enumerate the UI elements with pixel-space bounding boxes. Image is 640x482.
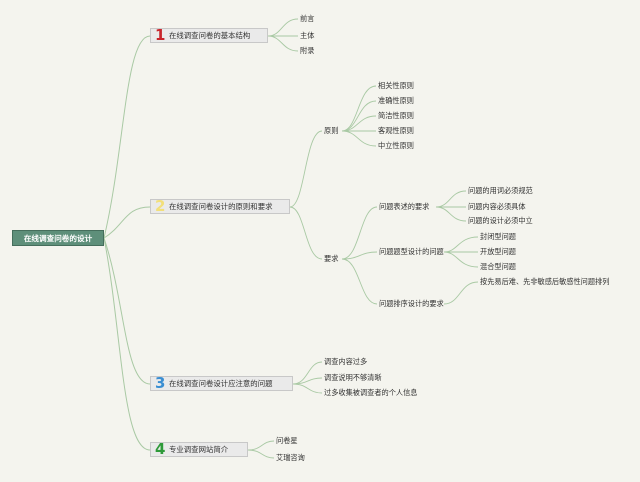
branch-2-label: 在线调查问卷设计的原则和要求 — [169, 202, 273, 211]
req-group-1-item-2[interactable]: 问题内容必须具体 — [468, 202, 526, 211]
connector-root-b1 — [103, 35, 151, 239]
principle-item-5[interactable]: 中立性原则 — [378, 141, 414, 150]
req-group-2-item-3[interactable]: 混合型问题 — [480, 262, 516, 271]
branch-1-node[interactable]: 1 在线调查问卷的基本结构 — [150, 26, 268, 44]
branch-3-leaf-3[interactable]: 过多收集被调查者的个人信息 — [324, 388, 418, 397]
connector-root-b3 — [103, 237, 151, 385]
branch-1-number: 1 — [155, 26, 166, 44]
connector-root-b2 — [103, 206, 151, 239]
branch-4-leaf-2[interactable]: 艾瑞咨询 — [276, 453, 305, 462]
branch-1-leaf-3[interactable]: 附录 — [300, 46, 315, 55]
connector-b2-principles — [289, 130, 323, 208]
branch-3-leaf-1[interactable]: 调查内容过多 — [324, 357, 368, 366]
req-group-1-item-3[interactable]: 问题的设计必须中立 — [468, 216, 533, 225]
principle-item-1[interactable]: 相关性原则 — [378, 81, 414, 90]
requirements-node[interactable]: 要求 — [324, 254, 339, 263]
branch-3-number: 3 — [155, 374, 166, 392]
root-node[interactable]: 在线调查问卷的设计 — [12, 230, 104, 246]
branch-4-number: 4 — [155, 440, 166, 458]
req-group-3[interactable]: 问题排序设计的要求 — [379, 299, 444, 308]
branch-3-leaf-2[interactable]: 调查说明不够清晰 — [324, 373, 382, 382]
branch-4-node[interactable]: 4 专业调查网站简介 — [150, 440, 248, 458]
req-group-2[interactable]: 问题题型设计的问题 — [379, 247, 444, 256]
branch-2-number: 2 — [155, 197, 166, 215]
req-group-1-item-1[interactable]: 问题的用词必须规范 — [468, 186, 533, 195]
branch-3-label: 在线调查问卷设计应注意的问题 — [169, 379, 273, 388]
principle-item-2[interactable]: 准确性原则 — [378, 96, 414, 105]
branch-1-leaf-2[interactable]: 主体 — [300, 31, 315, 40]
req-group-1[interactable]: 问题表述的要求 — [379, 202, 430, 211]
connector-b1-l1 — [267, 18, 299, 37]
branch-1-label: 在线调查问卷的基本结构 — [169, 31, 251, 40]
principle-item-3[interactable]: 简洁性原则 — [378, 111, 414, 120]
req-group-3-item-1[interactable]: 按先易后难、先非敏感后敏感性问题排列 — [480, 277, 610, 286]
branch-1-leaf-1[interactable]: 前言 — [300, 14, 315, 23]
req-group-2-item-2[interactable]: 开放型问题 — [480, 247, 516, 256]
branch-3-node[interactable]: 3 在线调查问卷设计应注意的问题 — [150, 374, 293, 392]
connector-b1-l3 — [267, 35, 299, 52]
connector-root-b4 — [103, 237, 151, 451]
branch-4-label: 专业调查网站简介 — [169, 445, 229, 454]
req-group-2-item-1[interactable]: 封闭型问题 — [480, 232, 516, 241]
branch-2-node[interactable]: 2 在线调查问卷设计的原则和要求 — [150, 197, 290, 215]
principle-item-4[interactable]: 客观性原则 — [378, 126, 414, 135]
principles-node[interactable]: 原则 — [324, 126, 339, 135]
branch-4-leaf-1[interactable]: 问卷星 — [276, 436, 298, 445]
connector-b2-requirements — [289, 206, 323, 260]
